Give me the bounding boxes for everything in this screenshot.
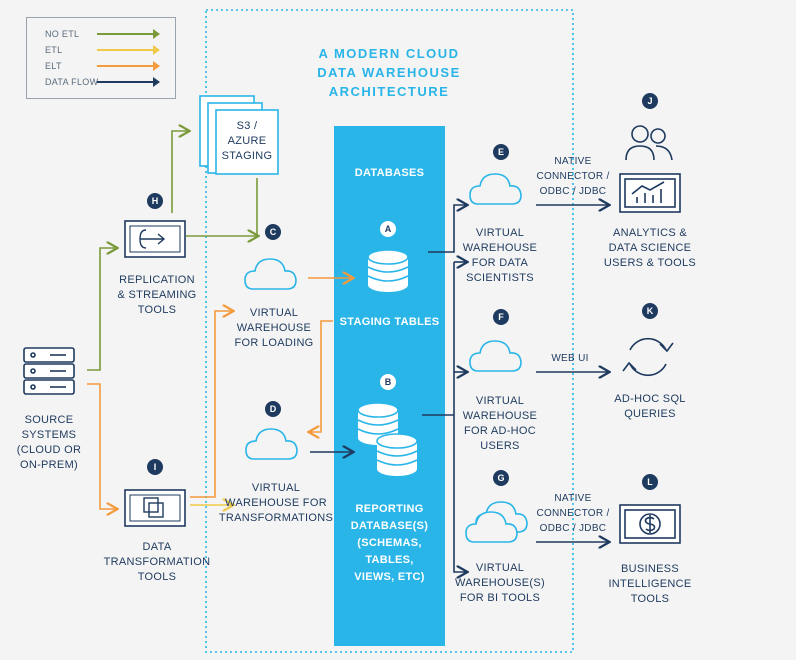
- vw-adhoc-label: VIRTUAL WAREHOUSE FOR AD-HOC USERS: [462, 395, 538, 452]
- badge-a: A: [380, 221, 396, 237]
- legend-item-data-flow: DATA FLOW: [45, 75, 170, 89]
- legend: NO ETL ETL ELT DATA FLOW: [26, 17, 176, 99]
- adhoc-sql-label: AD-HOC SQL QUERIES: [614, 393, 686, 420]
- legend-line: [97, 65, 157, 67]
- cloud-icon: [469, 340, 522, 372]
- replication-label: REPLICATION & STREAMING TOOLS: [117, 274, 197, 316]
- users-chart-icon: [619, 125, 681, 213]
- legend-item-etl: ETL: [45, 43, 170, 57]
- badge-d: D: [265, 401, 281, 417]
- databases-header: DATABASES: [354, 167, 425, 179]
- cloud-icon: [245, 428, 298, 460]
- badge-c: C: [265, 224, 281, 240]
- badge-k: K: [642, 303, 658, 319]
- legend-item-elt: ELT: [45, 59, 170, 73]
- legend-label: ETL: [45, 45, 63, 55]
- badge-i: I: [147, 459, 163, 475]
- arrow-icon: [153, 45, 160, 55]
- badge-j: J: [642, 93, 658, 109]
- dollar-screen-icon: [619, 504, 681, 544]
- database-icon: [367, 249, 409, 293]
- edge-source-replication: [87, 248, 116, 371]
- server-icon: [23, 347, 75, 395]
- vw-bi-label: VIRTUAL WAREHOUSE(S) FOR BI TOOLS: [455, 562, 545, 604]
- edge-label-connector-bottom: NATIVE CONNECTOR / ODBC / JDBC: [536, 493, 610, 534]
- stacked-pages-icon: [199, 95, 279, 175]
- edge-transform-vwloading: [190, 311, 232, 498]
- analytics-label: ANALYTICS & DATA SCIENCE USERS & TOOLS: [603, 227, 697, 269]
- arrow-icon: [153, 29, 160, 39]
- vw-transform-label: VIRTUAL WAREHOUSE FOR TRANSFORMATIONS: [218, 482, 334, 524]
- transformation-icon: [124, 489, 186, 527]
- badge-b: B: [380, 374, 396, 390]
- legend-line: [97, 81, 157, 83]
- cloud-icon: [244, 258, 297, 290]
- legend-line: [97, 33, 157, 35]
- legend-label: ELT: [45, 61, 62, 71]
- badge-g: G: [493, 470, 509, 486]
- bi-tools-label: BUSINESS INTELLIGENCE TOOLS: [608, 563, 692, 605]
- staging-tables-label: STAGING TABLES: [339, 316, 440, 328]
- arrow-icon: [153, 61, 160, 71]
- legend-label: DATA FLOW: [45, 77, 99, 87]
- source-systems-label: SOURCE SYSTEMS (CLOUD OR ON-PREM): [16, 414, 82, 471]
- legend-label: NO ETL: [45, 29, 80, 39]
- edge-label-connector-top: NATIVE CONNECTOR / ODBC / JDBC: [536, 156, 610, 197]
- vw-ds-label: VIRTUAL WAREHOUSE FOR DATA SCIENTISTS: [462, 227, 538, 284]
- transformation-tools-label: DATA TRANSFORMATION TOOLS: [103, 541, 211, 583]
- legend-line: [97, 49, 157, 51]
- diagram-title: A MODERN CLOUD DATA WAREHOUSE ARCHITECTU…: [317, 46, 461, 99]
- vw-loading-label: VIRTUAL WAREHOUSE FOR LOADING: [234, 307, 314, 349]
- badge-e: E: [493, 144, 509, 160]
- edge-label-web-ui: WEB UI: [551, 353, 589, 364]
- replication-icon: [124, 220, 186, 258]
- cloud-stack-icon: [465, 501, 528, 543]
- edge-bus-vwbi: [453, 262, 466, 572]
- edge-staging-vwds: [428, 205, 466, 253]
- edge-replication-s3: [171, 131, 188, 213]
- badge-l: L: [642, 474, 658, 490]
- cloud-icon: [469, 173, 522, 205]
- arrow-icon: [153, 77, 160, 87]
- refresh-icon: [622, 337, 674, 377]
- reporting-db-label: REPORTING DATABASE(S) (SCHEMAS, TABLES, …: [350, 503, 429, 583]
- edge-staging-vwtransform: [310, 320, 333, 432]
- s3-staging-label: S3 / AZURE STAGING: [221, 120, 273, 162]
- legend-item-no-etl: NO ETL: [45, 27, 170, 41]
- badge-h: H: [147, 193, 163, 209]
- badge-f: F: [493, 309, 509, 325]
- warehouse-boundary: [205, 9, 574, 653]
- edge-source-transformation: [87, 383, 116, 509]
- database-icon: [376, 433, 418, 477]
